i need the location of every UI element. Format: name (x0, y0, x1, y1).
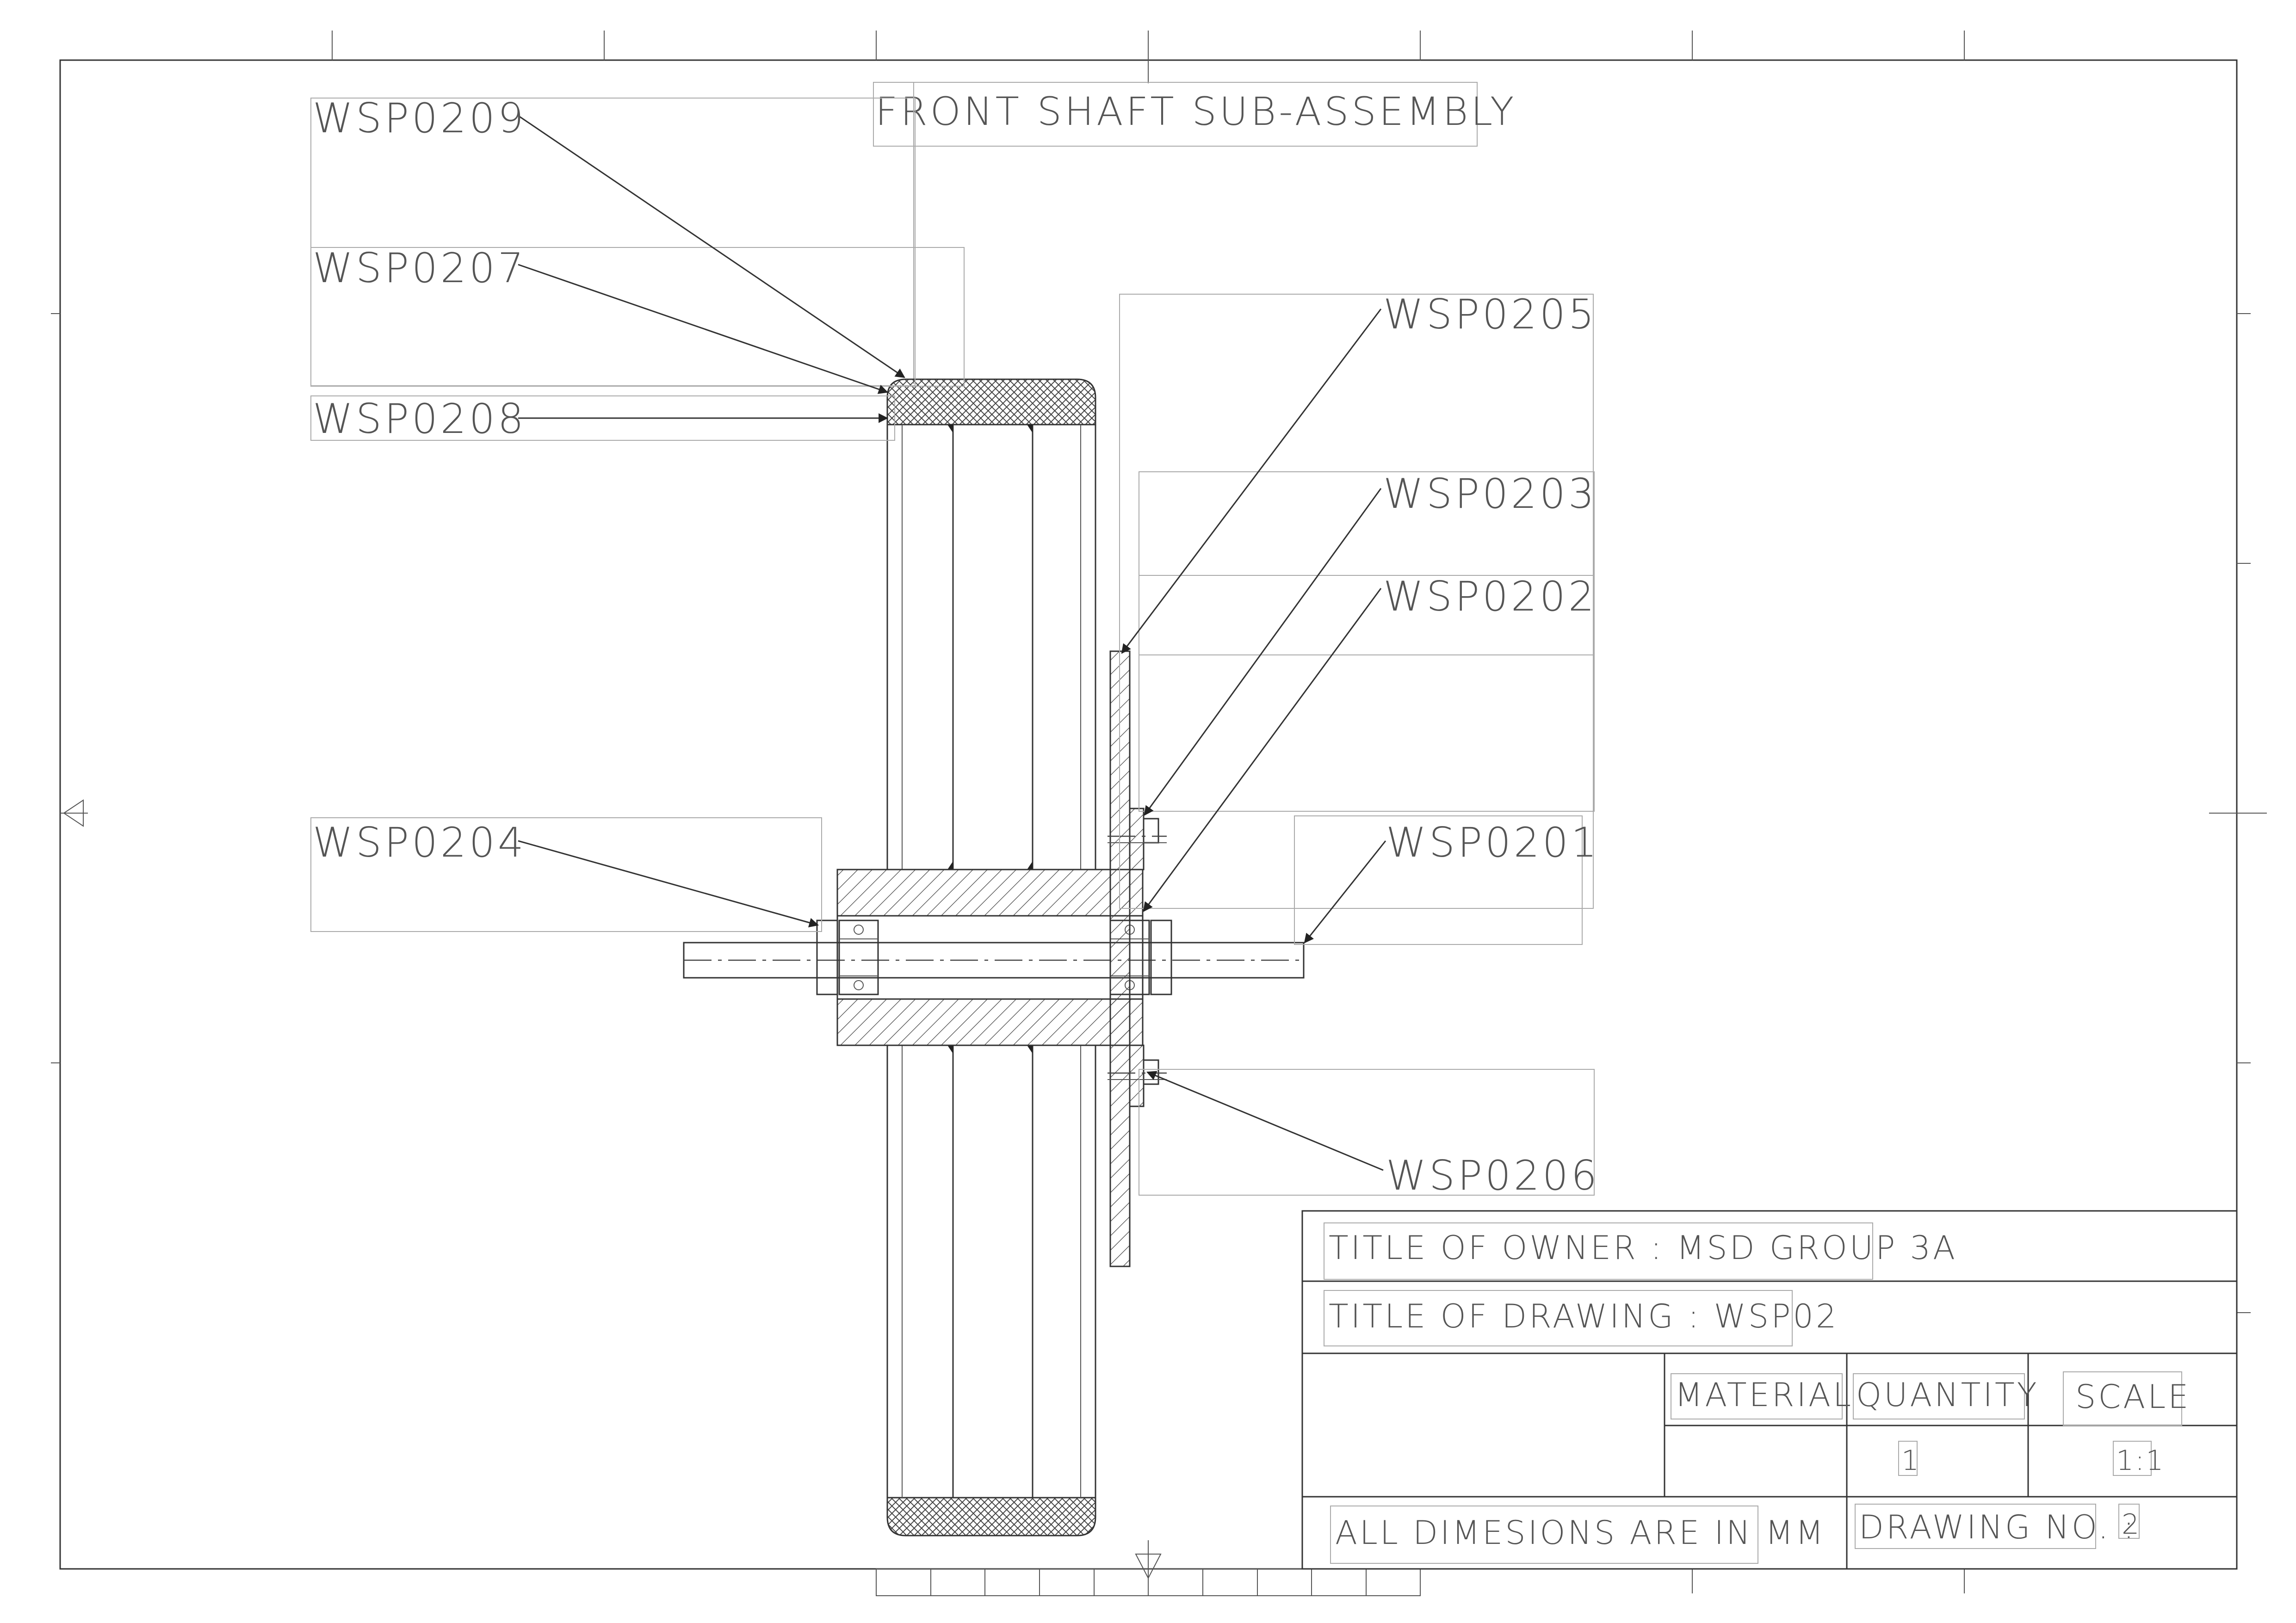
scale-value: 1:1 (2116, 1444, 2165, 1477)
label-wsp0208: WSP0208 (313, 395, 526, 443)
quantity-value: 1 (1901, 1444, 1920, 1477)
label-wsp0201: WSP0201 (1386, 819, 1600, 866)
material-header: MATERIAL (1675, 1376, 1853, 1414)
drawing-title-field: TITLE OF DRAWING : WSP02 (1329, 1297, 1839, 1335)
units-note: ALL DIMESIONS ARE IN MM (1335, 1514, 1826, 1552)
leader-lines (518, 115, 1386, 1171)
quantity-header: QUANTITY (1856, 1376, 2039, 1414)
label-wsp0207: WSP0207 (313, 244, 526, 292)
assembly-section-view (683, 378, 1305, 1537)
label-frames (310, 98, 1595, 1196)
part-labels: WSP0209 WSP0207 WSP0208 WSP0205 WSP0203 … (313, 94, 1600, 1199)
drawing-title: FRONT SHAFT SUB-ASSEMBLY (873, 82, 1516, 147)
label-wsp0203: WSP0203 (1383, 470, 1597, 518)
scale-header: SCALE (2075, 1378, 2191, 1416)
owner-title: TITLE OF OWNER : MSD GROUP 3A (1329, 1229, 1957, 1267)
label-wsp0206: WSP0206 (1386, 1152, 1600, 1199)
drawing-title-text: FRONT SHAFT SUB-ASSEMBLY (875, 89, 1516, 134)
drawing-no-label: DRAWING NO. : (1859, 1508, 2136, 1546)
label-wsp0209: WSP0209 (313, 94, 526, 142)
label-wsp0202: WSP0202 (1383, 573, 1597, 620)
label-wsp0204: WSP0204 (313, 819, 526, 866)
drawing-no-value: 2 (2122, 1508, 2141, 1541)
label-wsp0205: WSP0205 (1383, 290, 1597, 338)
title-block: TITLE OF OWNER : MSD GROUP 3A TITLE OF D… (1301, 1210, 2238, 1570)
sheet-border (51, 31, 2267, 1596)
